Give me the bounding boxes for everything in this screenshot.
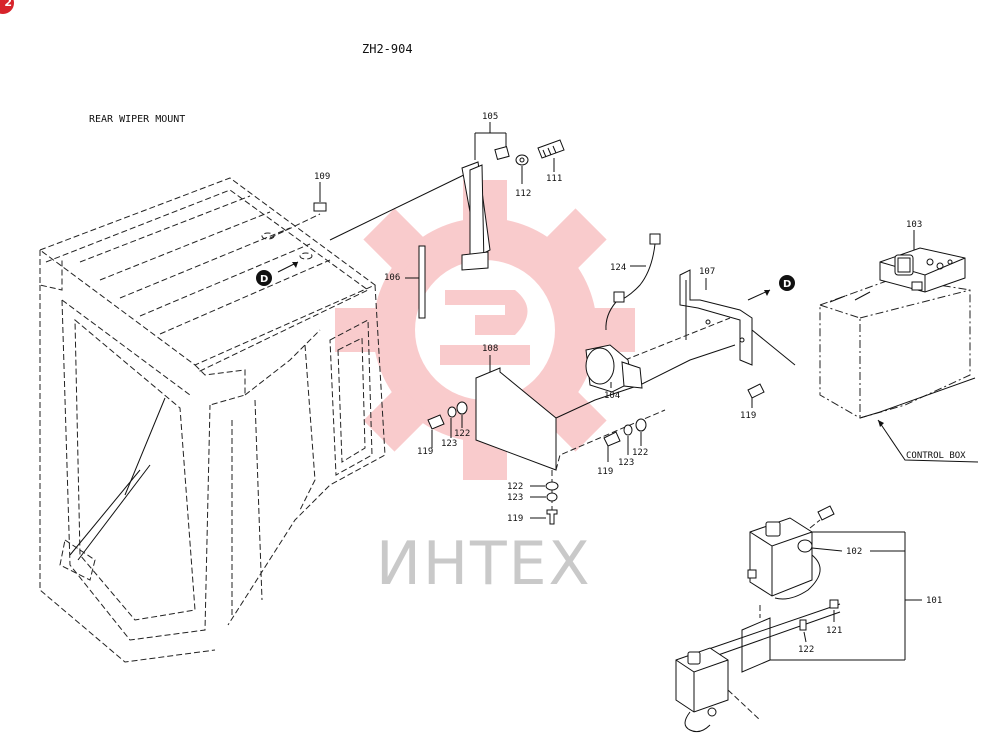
callout-122: 122 bbox=[507, 482, 523, 492]
part-111-bolt: 111 bbox=[537, 139, 565, 184]
svg-text:D: D bbox=[260, 274, 268, 285]
callout-123: 123 bbox=[441, 439, 457, 449]
part-109: 109 bbox=[313, 172, 330, 212]
callout-122: 122 bbox=[454, 429, 470, 439]
control-box: 103 CONTROL BOX bbox=[819, 220, 979, 463]
cab-outline bbox=[38, 177, 386, 663]
part-106-blade: 106 bbox=[384, 245, 426, 319]
watermark-text: ИНТЕХ bbox=[376, 529, 592, 599]
callout-119: 119 bbox=[507, 514, 523, 524]
page-number-badge: 2 bbox=[0, 0, 14, 14]
callout-119: 119 bbox=[417, 447, 433, 457]
diagram-code: ZH2-904 bbox=[362, 42, 413, 56]
fastener-group-left: 119 123 122 bbox=[417, 401, 470, 457]
fastener-group-right: 119 123 122 bbox=[597, 418, 648, 477]
callout-101: 101 bbox=[926, 596, 942, 606]
callout-112: 112 bbox=[515, 189, 531, 199]
callout-106: 106 bbox=[384, 273, 400, 283]
roof-hole bbox=[261, 232, 275, 240]
callout-121: 121 bbox=[826, 626, 842, 636]
callout-122: 122 bbox=[632, 448, 648, 458]
leader-dashed bbox=[269, 213, 321, 239]
part-112-washer: 112 bbox=[515, 154, 531, 199]
callout-102: 102 bbox=[846, 547, 862, 557]
callout-103: 103 bbox=[906, 220, 922, 230]
part-107-bracket: 107 bbox=[679, 267, 796, 366]
callout-119: 119 bbox=[740, 411, 756, 421]
part-124-harness: 124 bbox=[605, 233, 661, 331]
callout-104: 104 bbox=[604, 391, 620, 401]
callout-124: 124 bbox=[610, 263, 626, 273]
ref-marker-d-right: D bbox=[747, 275, 795, 301]
leader-line bbox=[329, 171, 471, 241]
callout-111: 111 bbox=[546, 174, 562, 184]
washer-tank-assembly: 102 121 122 101 bbox=[675, 505, 942, 733]
callout-105: 105 bbox=[482, 112, 498, 122]
callout-107: 107 bbox=[699, 267, 715, 277]
roof-hole bbox=[299, 252, 313, 260]
svg-text:D: D bbox=[783, 279, 791, 290]
callout-122: 122 bbox=[798, 645, 814, 655]
control-box-label: CONTROL BOX bbox=[906, 451, 966, 461]
watermark-logo bbox=[335, 180, 635, 480]
callout-109: 109 bbox=[314, 172, 330, 182]
callout-119: 119 bbox=[597, 467, 613, 477]
part-119-bolt: 119 bbox=[740, 383, 765, 421]
callout-123: 123 bbox=[618, 458, 634, 468]
callout-108: 108 bbox=[482, 344, 498, 354]
part-104-motor: 104 bbox=[585, 344, 643, 401]
fastener-stack-bottom: 122 123 119 bbox=[507, 470, 559, 525]
part-105-wiper-arm: 105 bbox=[461, 112, 510, 271]
ref-marker-d-left: D bbox=[256, 261, 299, 286]
callout-123: 123 bbox=[507, 493, 523, 503]
diagram-title: REAR WIPER MOUNT bbox=[89, 114, 185, 125]
